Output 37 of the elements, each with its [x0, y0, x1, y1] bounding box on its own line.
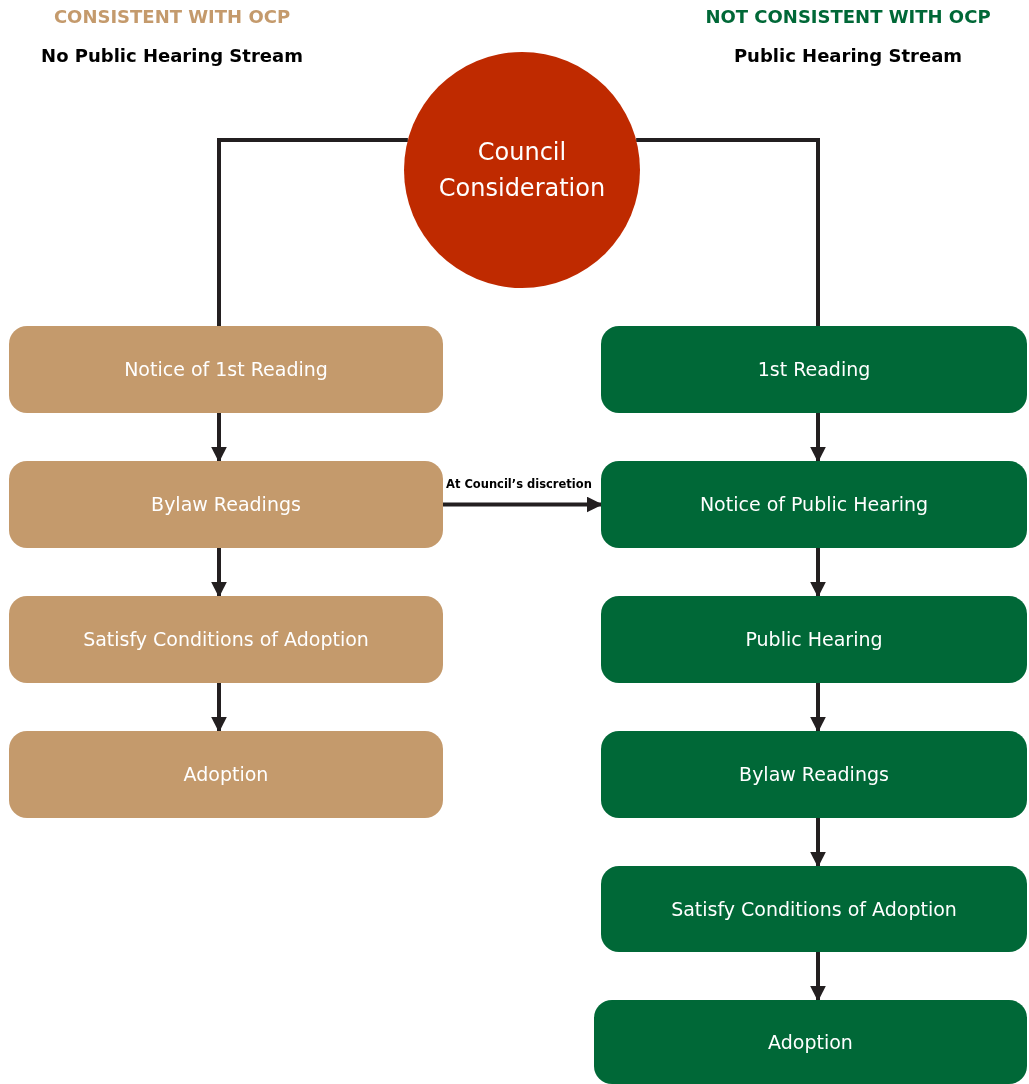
process-box [594, 1000, 1027, 1084]
process-box [9, 461, 443, 548]
node-label: Satisfy Conditions of Adoption [671, 896, 957, 922]
arrow [211, 548, 227, 598]
node-label: Adoption [768, 1029, 853, 1055]
node-label: Satisfy Conditions of Adoption [83, 627, 369, 653]
node-label: Notice of Public Hearing [699, 492, 929, 518]
column-subheading: No Public Hearing Stream [40, 45, 304, 66]
arrow [211, 683, 227, 733]
node-label: Bylaw Readings [739, 762, 889, 788]
edge-label: At Council’s discretion [444, 476, 594, 491]
arrow [810, 683, 826, 733]
process-box [9, 326, 443, 413]
arrow [810, 548, 826, 598]
node-label: Bylaw Readings [151, 492, 301, 518]
arrow [810, 818, 826, 868]
node-label: Notice of 1st Reading [124, 357, 328, 383]
process-box [601, 461, 1027, 548]
process-box [9, 731, 443, 818]
column-heading: NOT CONSISTENT WITH OCP [704, 6, 992, 27]
column-subheading: Public Hearing Stream [732, 45, 964, 66]
arrow [443, 496, 603, 513]
process-box [601, 866, 1027, 952]
arrow [810, 413, 826, 463]
node-label: 1st Reading [757, 357, 871, 383]
arrow [211, 413, 227, 463]
arrow [810, 952, 826, 1002]
column-heading: CONSISTENT WITH OCP [52, 6, 292, 27]
process-box [601, 731, 1027, 818]
process-box [9, 596, 443, 683]
node-label: Public Hearing [745, 627, 883, 653]
connector-line [636, 138, 820, 326]
process-box [601, 326, 1027, 413]
node-label: Council Consideration [437, 137, 607, 204]
connector-line [217, 138, 408, 326]
process-box [601, 596, 1027, 683]
node-label: Adoption [183, 762, 269, 788]
